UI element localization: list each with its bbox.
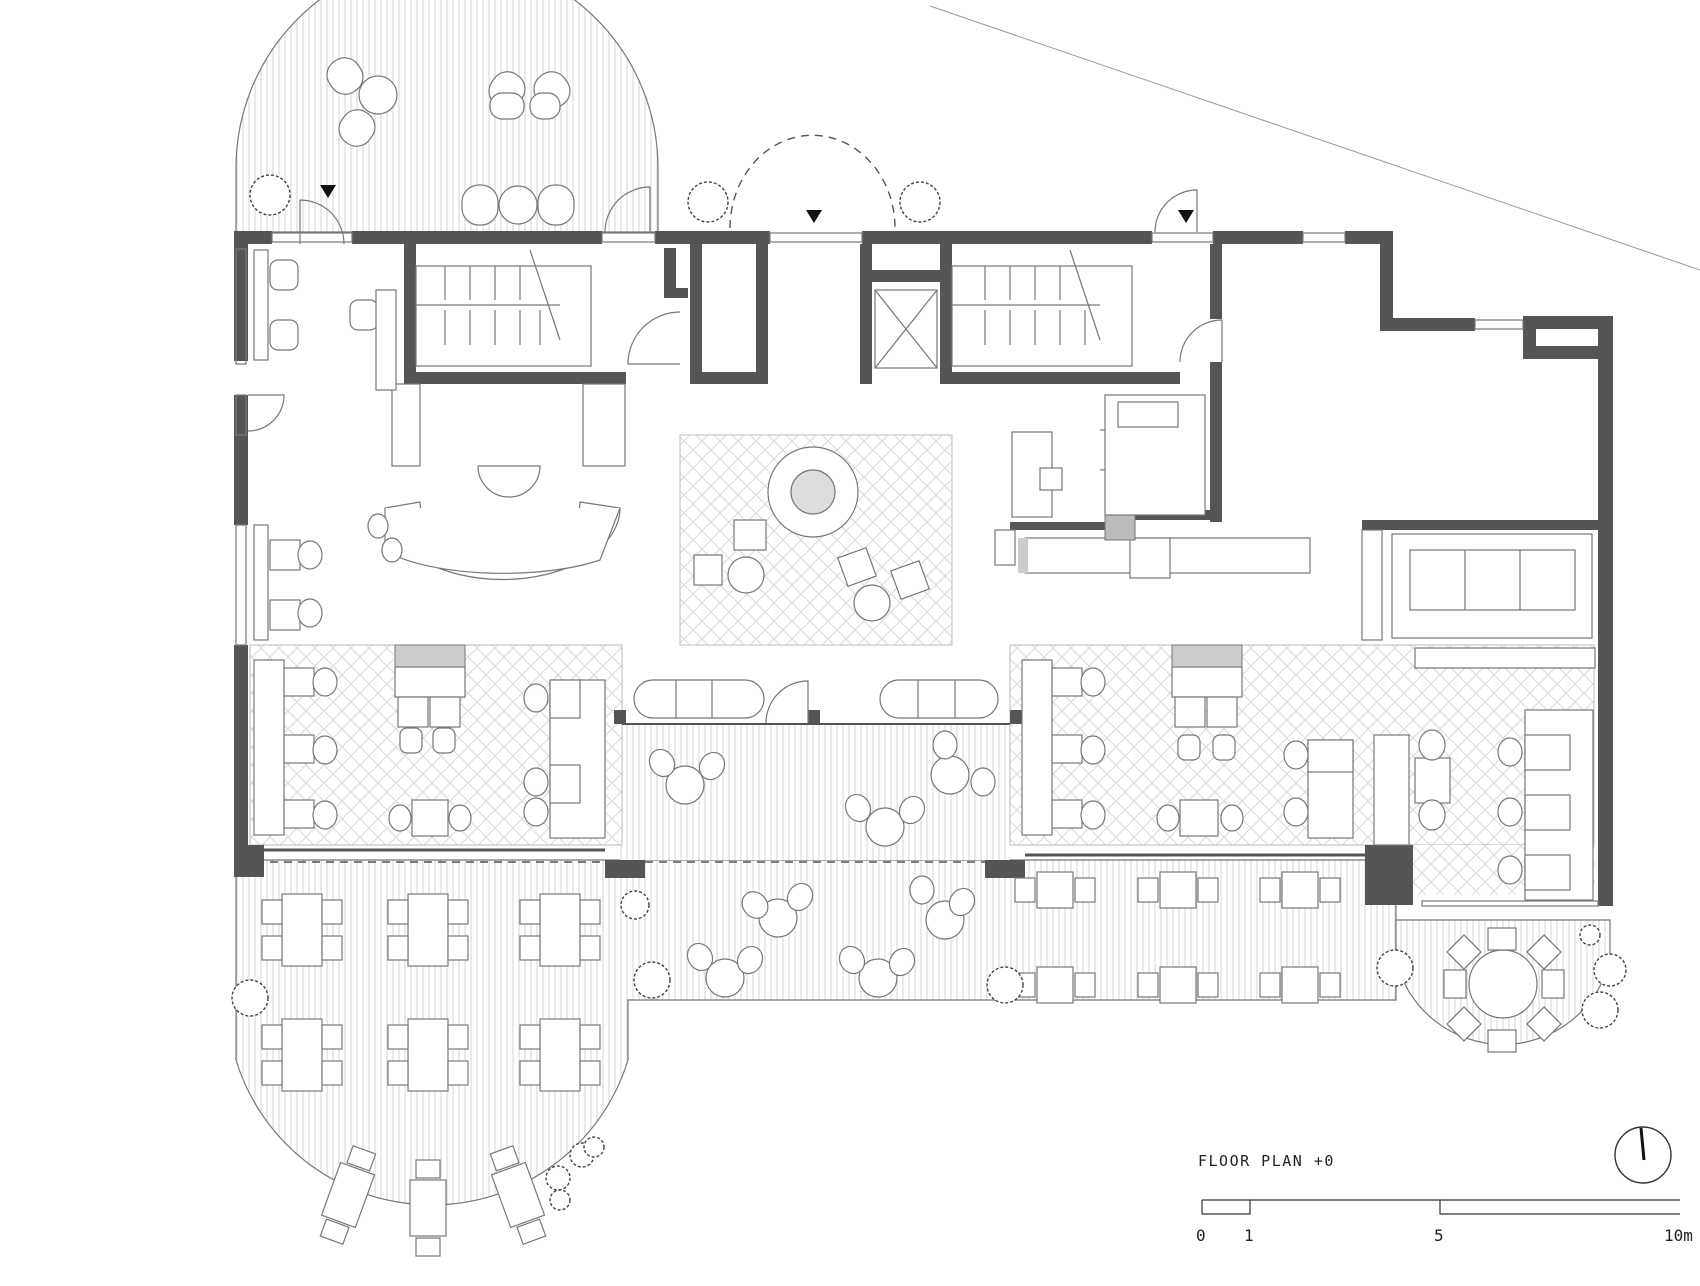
elevator <box>874 289 938 369</box>
terrace-table <box>489 1145 547 1245</box>
scale-tick-label: 10m <box>1664 1226 1693 1245</box>
stair-west <box>415 249 592 367</box>
terrace-table <box>1137 871 1219 909</box>
central-banquettes <box>633 679 999 719</box>
scale-tick-label: 5 <box>1434 1226 1444 1245</box>
north-terrace-furniture <box>326 57 575 226</box>
stair-east <box>951 249 1133 367</box>
scale-tick-label: 0 <box>1196 1226 1206 1245</box>
west-seating <box>253 249 397 641</box>
tree-icon <box>231 979 269 1017</box>
tree-icon <box>687 181 729 223</box>
terrace-table <box>261 893 343 967</box>
terrace-table <box>1014 966 1096 1004</box>
bar-counter-area <box>994 394 1311 579</box>
south-terrace-furniture <box>261 871 1341 1257</box>
tree-icon <box>986 966 1024 1004</box>
entrance-arrow-icon <box>1178 210 1194 223</box>
terrace-table <box>1259 871 1341 909</box>
terrace-table <box>1259 966 1341 1004</box>
terrace-table <box>409 1159 447 1257</box>
lounge-area <box>693 446 930 622</box>
exterior-walls <box>234 231 1613 906</box>
tree-icon <box>545 1165 571 1191</box>
entrance-arrow-icon <box>806 210 822 223</box>
west-dining-booth <box>253 644 606 839</box>
scale-tick-label: 1 <box>1244 1226 1254 1245</box>
trees <box>231 174 1627 1211</box>
terrace-table <box>1014 871 1096 909</box>
tree-icon <box>549 1189 571 1211</box>
tree-icon <box>620 890 650 920</box>
round-table-terrace <box>1443 927 1565 1053</box>
terrace-table <box>519 893 601 967</box>
tree-icon <box>633 961 671 999</box>
reception-area <box>367 383 626 581</box>
kitchen-unit <box>1361 529 1596 669</box>
tree-icon <box>899 181 941 223</box>
tree-icon <box>1581 991 1619 1029</box>
windows <box>235 232 1599 907</box>
terrace-table <box>387 1018 469 1092</box>
glazing-line <box>270 723 1010 863</box>
drawing-title: FLOOR PLAN +0 <box>1198 1152 1335 1170</box>
site-boundary-line <box>929 5 1700 271</box>
tree-icon <box>1579 924 1601 946</box>
terrace-table <box>1137 966 1219 1004</box>
tree-icon <box>1593 953 1627 987</box>
terrace-table <box>319 1145 377 1245</box>
terrace-table <box>387 893 469 967</box>
entrance-markers <box>320 185 1194 223</box>
terrace-table <box>519 1018 601 1092</box>
terrace-table <box>261 1018 343 1092</box>
tree-icon <box>583 1136 605 1158</box>
tree-icon <box>1376 949 1414 987</box>
north-arrow-icon <box>1614 1126 1672 1184</box>
bay-cafe-tables <box>648 730 996 998</box>
entrance-arrow-icon <box>320 185 336 198</box>
scale-bar: 0 1 5 10m <box>1196 1199 1693 1245</box>
tree-icon <box>249 174 291 216</box>
north-terrace-deck <box>235 0 659 233</box>
east-dining-booth <box>1021 644 1594 901</box>
